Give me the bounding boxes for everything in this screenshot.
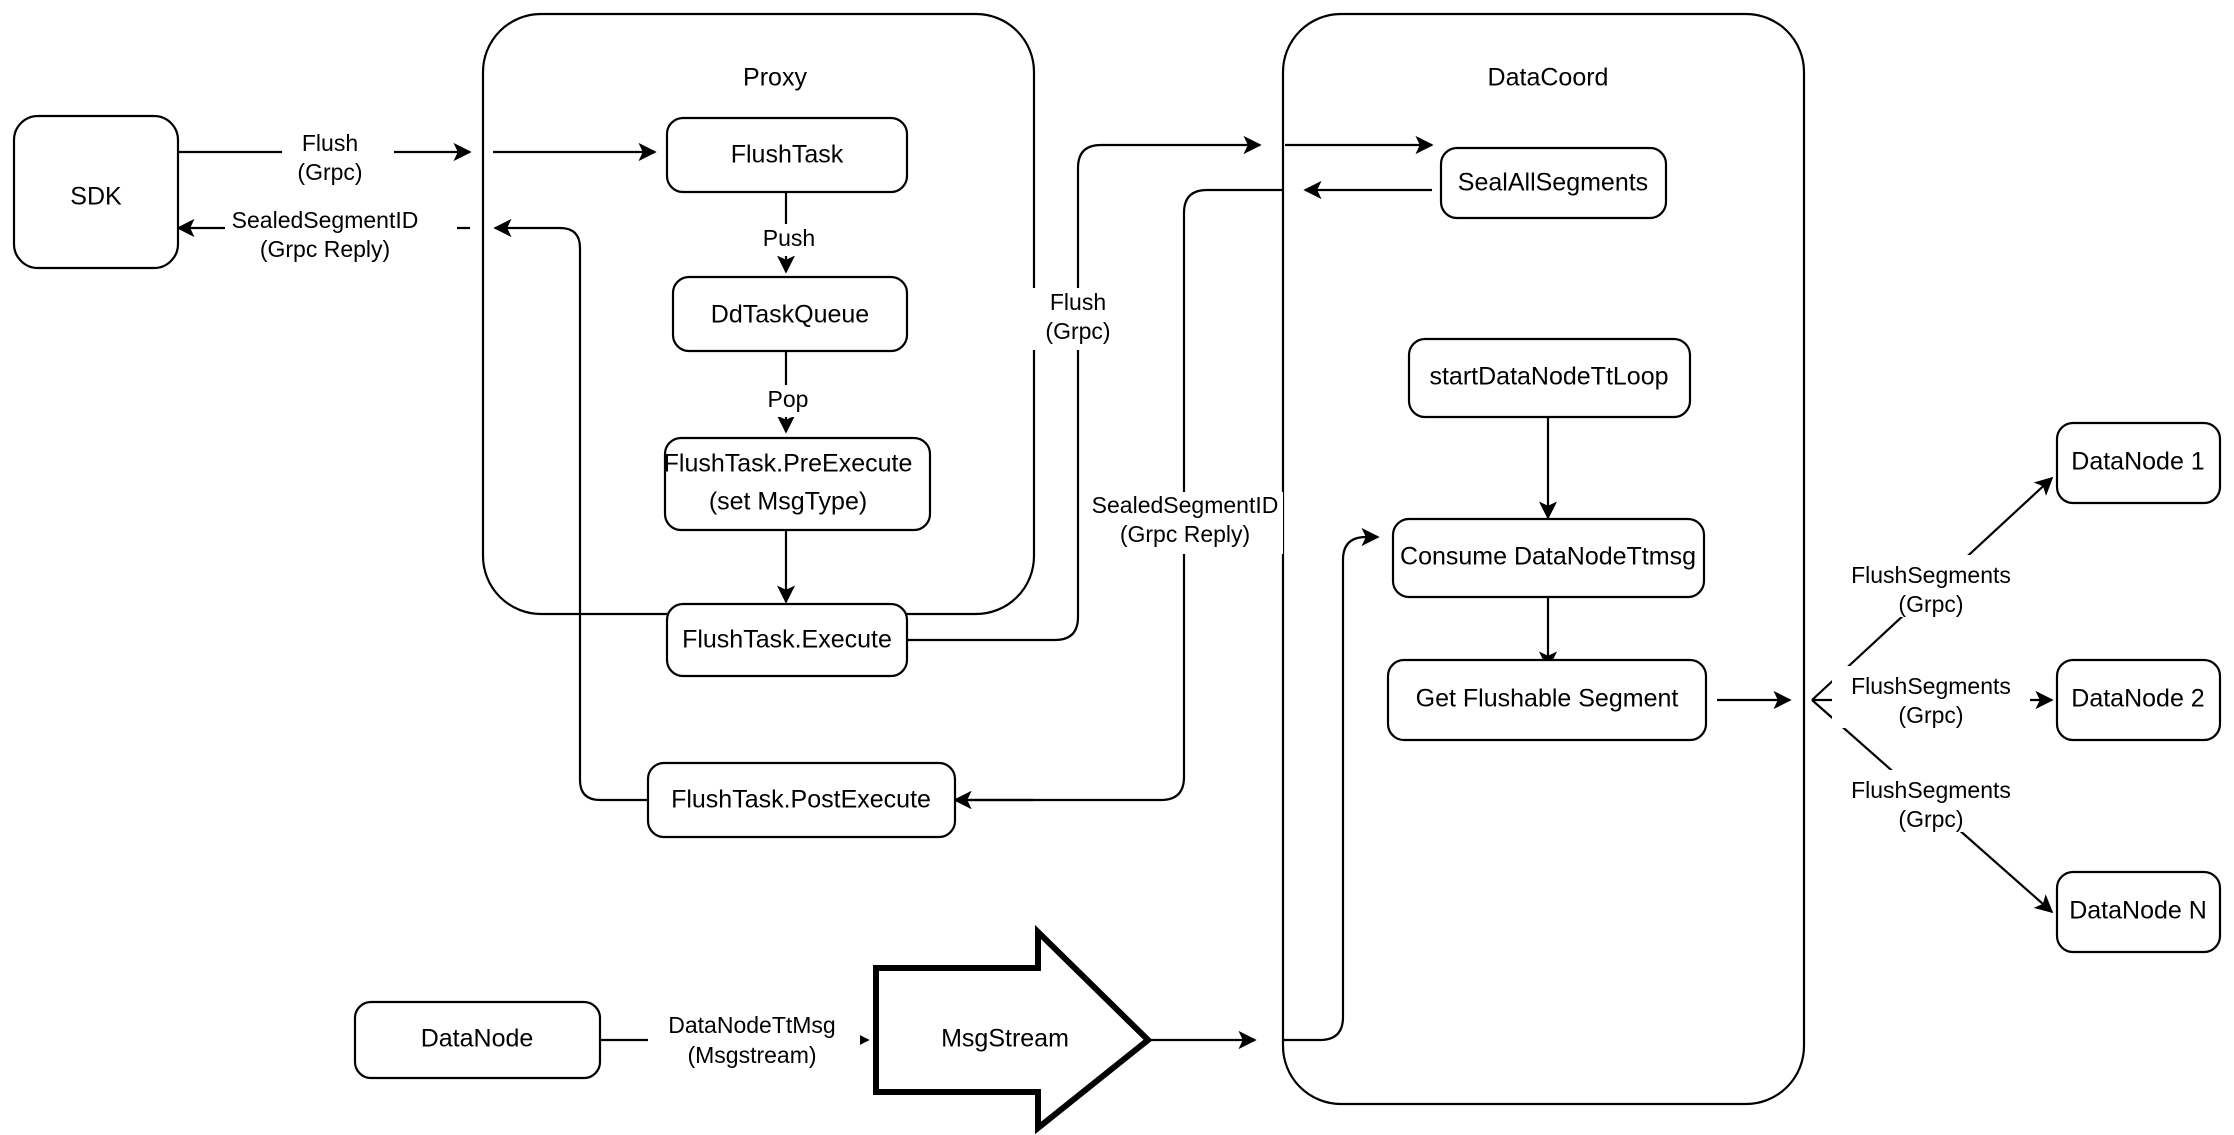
flush-segments-1-label-bg	[1832, 555, 2030, 617]
get-flushable-segment-box[interactable]	[1386, 658, 1708, 742]
sealallsegments-label: SealAllSegments	[1458, 169, 1648, 197]
edge-datacoord-wall-to-consume	[1283, 527, 1380, 1042]
datanode-2-label: DataNode 2	[2071, 685, 2204, 713]
flushtask-execute-label: FlushTask.Execute	[682, 626, 892, 654]
edge-label-flush-segments-2: FlushSegments (Grpc)	[1832, 666, 2030, 728]
flushtask-preexecute-label-line1: FlushTask.PreExecute	[664, 450, 913, 478]
flush-segments-2-label-line2: (Grpc)	[1898, 702, 1963, 728]
sealed-segment-id-label-bg	[225, 208, 457, 270]
datanode-source-label: DataNode	[421, 1025, 534, 1053]
flush-segments-2-label-bg	[1832, 666, 2030, 728]
datanode-ttmsg-label-line2: (Msgstream)	[687, 1042, 816, 1068]
flushtask-label: FlushTask	[731, 141, 844, 169]
node-datanode-source[interactable]: DataNode	[353, 1000, 602, 1080]
datanode-source-box[interactable]	[353, 1000, 602, 1080]
flush-segments-1-label-line1: FlushSegments	[1851, 562, 2011, 588]
flushtask-preexecute-box[interactable]	[663, 436, 932, 532]
flushtask-postexecute-box[interactable]	[646, 761, 957, 839]
sealed-segment-id-2-label-bg	[1087, 492, 1283, 554]
edge-label-flush-segments-1: FlushSegments (Grpc)	[1832, 555, 2030, 617]
flush-grpc-label-line2: (Grpc)	[297, 159, 362, 185]
node-flushtask-preexecute[interactable]: FlushTask.PreExecute (set MsgType)	[663, 436, 932, 532]
start-datanode-tt-loop-label: startDataNodeTtLoop	[1429, 363, 1668, 391]
edge-execute-to-datacoord-flush	[907, 135, 1262, 642]
flushtask-preexecute-label-line2: (set MsgType)	[709, 488, 867, 516]
flush-grpc-2-label-line1: Flush	[1050, 289, 1106, 315]
node-start-datanode-tt-loop[interactable]: startDataNodeTtLoop	[1407, 337, 1692, 419]
ddtaskqueue-label: DdTaskQueue	[711, 301, 869, 329]
flush-segments-n-label-line2: (Grpc)	[1898, 806, 1963, 832]
node-sealallsegments[interactable]: SealAllSegments	[1439, 146, 1668, 220]
push-label-bg	[750, 224, 828, 256]
get-flushable-segment-label: Get Flushable Segment	[1416, 685, 1679, 713]
flush-segments-2-label-line1: FlushSegments	[1851, 673, 2011, 699]
datanode-ttmsg-label-bg	[648, 1012, 860, 1074]
node-ddtaskqueue[interactable]: DdTaskQueue	[671, 275, 909, 353]
node-msgstream[interactable]: MsgStream	[873, 924, 1153, 1135]
edge-label-flush-segments-n: FlushSegments (Grpc)	[1832, 770, 2030, 832]
datanode-n-box[interactable]	[2055, 870, 2222, 954]
flushtask-execute-box[interactable]	[665, 602, 909, 678]
sdk-box[interactable]	[12, 114, 180, 270]
container-datacoord: DataCoord	[1281, 12, 1806, 1106]
node-datanode-2[interactable]: DataNode 2	[2055, 658, 2222, 742]
node-consume-datanode-ttmsg[interactable]: Consume DataNodeTtmsg	[1391, 517, 1706, 599]
proxy-container-label: Proxy	[743, 64, 807, 92]
flush-grpc-2-label-line2: (Grpc)	[1045, 318, 1110, 344]
push-label: Push	[763, 225, 815, 251]
sealallsegments-box[interactable]	[1439, 146, 1668, 220]
flush-segments-n-label-line1: FlushSegments	[1851, 777, 2011, 803]
edge-label-flush-grpc-2: Flush (Grpc)	[1024, 288, 1132, 350]
datanode-n-label: DataNode N	[2069, 897, 2207, 925]
edge-label-datanode-ttmsg: DataNodeTtMsg (Msgstream)	[648, 1012, 860, 1074]
flush-grpc-label-bg	[282, 130, 394, 192]
datacoord-container-outline	[1281, 12, 1806, 1106]
pop-label: Pop	[768, 386, 809, 412]
ddtaskqueue-box[interactable]	[671, 275, 909, 353]
msgstream-label: MsgStream	[941, 1025, 1069, 1053]
node-datanode-1[interactable]: DataNode 1	[2055, 421, 2222, 505]
datanode-ttmsg-label-line1: DataNodeTtMsg	[668, 1012, 835, 1038]
sealed-segment-id-2-label-line2: (Grpc Reply)	[1120, 521, 1250, 547]
node-flushtask-execute[interactable]: FlushTask.Execute	[665, 602, 909, 678]
edge-label-sealed-segment-id: SealedSegmentID (Grpc Reply)	[225, 207, 457, 270]
node-get-flushable-segment[interactable]: Get Flushable Segment	[1386, 658, 1708, 742]
flushtask-box[interactable]	[665, 116, 909, 194]
consume-datanode-ttmsg-label: Consume DataNodeTtmsg	[1400, 543, 1696, 571]
node-sdk[interactable]: SDK	[12, 114, 180, 270]
datacoord-container-label: DataCoord	[1488, 64, 1609, 92]
sealed-segment-id-label-line1: SealedSegmentID	[232, 207, 419, 233]
start-datanode-tt-loop-box[interactable]	[1407, 337, 1692, 419]
sealed-segment-id-2-label-line1: SealedSegmentID	[1092, 492, 1279, 518]
flush-segments-n-label-bg	[1832, 770, 2030, 832]
datanode-1-label: DataNode 1	[2071, 448, 2204, 476]
flushtask-postexecute-label: FlushTask.PostExecute	[671, 786, 931, 814]
flush-grpc-label-line1: Flush	[302, 130, 358, 156]
node-datanode-n[interactable]: DataNode N	[2055, 870, 2222, 954]
node-flushtask[interactable]: FlushTask	[665, 116, 909, 194]
edge-postexecute-to-proxy-boundary	[493, 218, 648, 802]
edge-label-pop: Pop	[752, 385, 824, 417]
edge-label-sealed-segment-id-2: SealedSegmentID (Grpc Reply)	[1087, 492, 1283, 554]
edge-label-push: Push	[750, 224, 828, 256]
pop-label-bg	[752, 385, 824, 417]
flush-grpc-2-label-bg	[1024, 288, 1132, 350]
msgstream-arrow-shape[interactable]	[873, 924, 1153, 1135]
sdk-label: SDK	[70, 183, 122, 211]
node-flushtask-postexecute[interactable]: FlushTask.PostExecute	[646, 761, 957, 839]
edge-label-flush-grpc: Flush (Grpc)	[282, 130, 394, 192]
flush-segments-1-label-line2: (Grpc)	[1898, 591, 1963, 617]
datanode-1-box[interactable]	[2055, 421, 2222, 505]
sealed-segment-id-label-line2: (Grpc Reply)	[260, 236, 390, 262]
consume-datanode-ttmsg-box[interactable]	[1391, 517, 1706, 599]
datanode-2-box[interactable]	[2055, 658, 2222, 742]
